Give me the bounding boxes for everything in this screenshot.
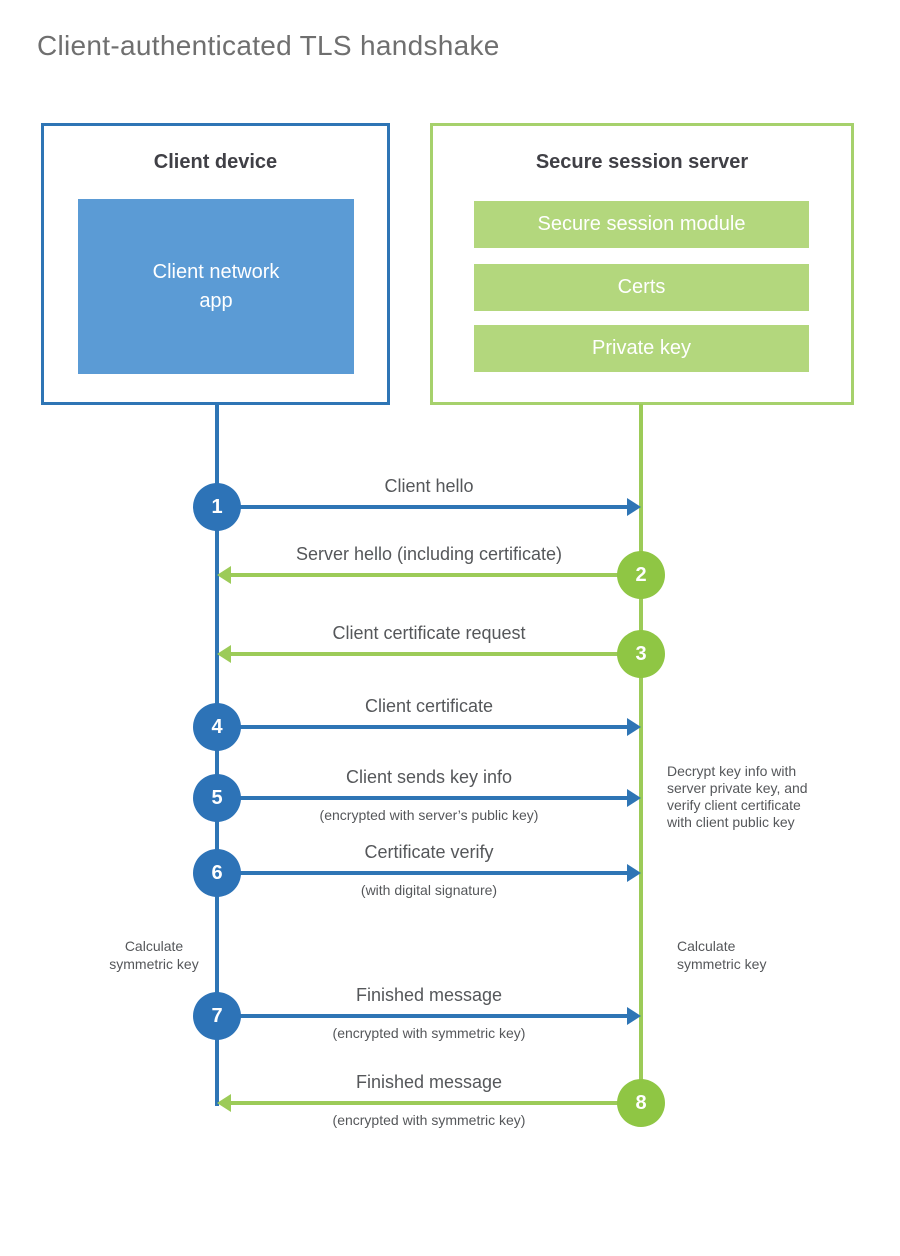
client-device-box: Client device Client network app [41, 123, 390, 405]
step-number-badge: 4 [193, 703, 241, 751]
step-number-badge: 2 [617, 551, 665, 599]
message-arrow-shaft [229, 1101, 641, 1105]
step-number-badge: 3 [617, 630, 665, 678]
arrow-head-icon [627, 864, 641, 882]
message-arrow-shaft [229, 573, 641, 577]
step-number-badge: 8 [617, 1079, 665, 1127]
arrow-head-icon [627, 718, 641, 736]
decrypt-key-note: Decrypt key info with server private key… [667, 763, 808, 830]
server-module-certs: Certs [474, 264, 809, 311]
calculate-symmetric-key-note-server: Calculate symmetric key [677, 938, 767, 972]
arrow-head-icon [217, 645, 231, 663]
message-label: Finished message [355, 985, 503, 1005]
client-network-app-box: Client network app [78, 199, 354, 374]
client-device-title: Client device [153, 151, 278, 173]
step-number-badge: 1 [193, 483, 241, 531]
message-arrow-shaft [217, 871, 629, 875]
message-label: Server hello (including certificate) [295, 544, 563, 564]
message-sublabel: (encrypted with symmetric key) [332, 1112, 526, 1128]
message-label: Client certificate [364, 696, 494, 716]
message-label: Client sends key info [345, 767, 513, 787]
server-module-secure-session-module: Secure session module [474, 201, 809, 248]
message-label: Finished message [355, 1072, 503, 1092]
message-sublabel: (encrypted with symmetric key) [332, 1025, 526, 1041]
message-arrow-shaft [229, 652, 641, 656]
step-number-badge: 6 [193, 849, 241, 897]
message-arrow-shaft [217, 725, 629, 729]
server-lifeline [639, 404, 643, 1104]
arrow-head-icon [217, 1094, 231, 1112]
secure-session-server-box: Secure session server Secure session mod… [430, 123, 854, 405]
message-arrow-shaft [217, 505, 629, 509]
server-module-private-key: Private key [474, 325, 809, 372]
message-label: Certificate verify [364, 842, 494, 862]
arrow-head-icon [627, 789, 641, 807]
client-lifeline [215, 404, 219, 1106]
step-number-badge: 7 [193, 992, 241, 1040]
message-arrow-shaft [217, 796, 629, 800]
message-arrow-shaft [217, 1014, 629, 1018]
arrow-head-icon [627, 498, 641, 516]
message-label: Client hello [384, 476, 474, 496]
message-label: Client certificate request [332, 623, 526, 643]
arrow-head-icon [217, 566, 231, 584]
message-sublabel: (with digital signature) [360, 882, 498, 898]
page-title: Client-authenticated TLS handshake [37, 30, 500, 61]
arrow-head-icon [627, 1007, 641, 1025]
secure-session-server-title: Secure session server [535, 151, 749, 173]
message-sublabel: (encrypted with server’s public key) [319, 807, 539, 823]
calculate-symmetric-key-note-client: Calculate symmetric key [109, 938, 199, 972]
step-number-badge: 5 [193, 774, 241, 822]
